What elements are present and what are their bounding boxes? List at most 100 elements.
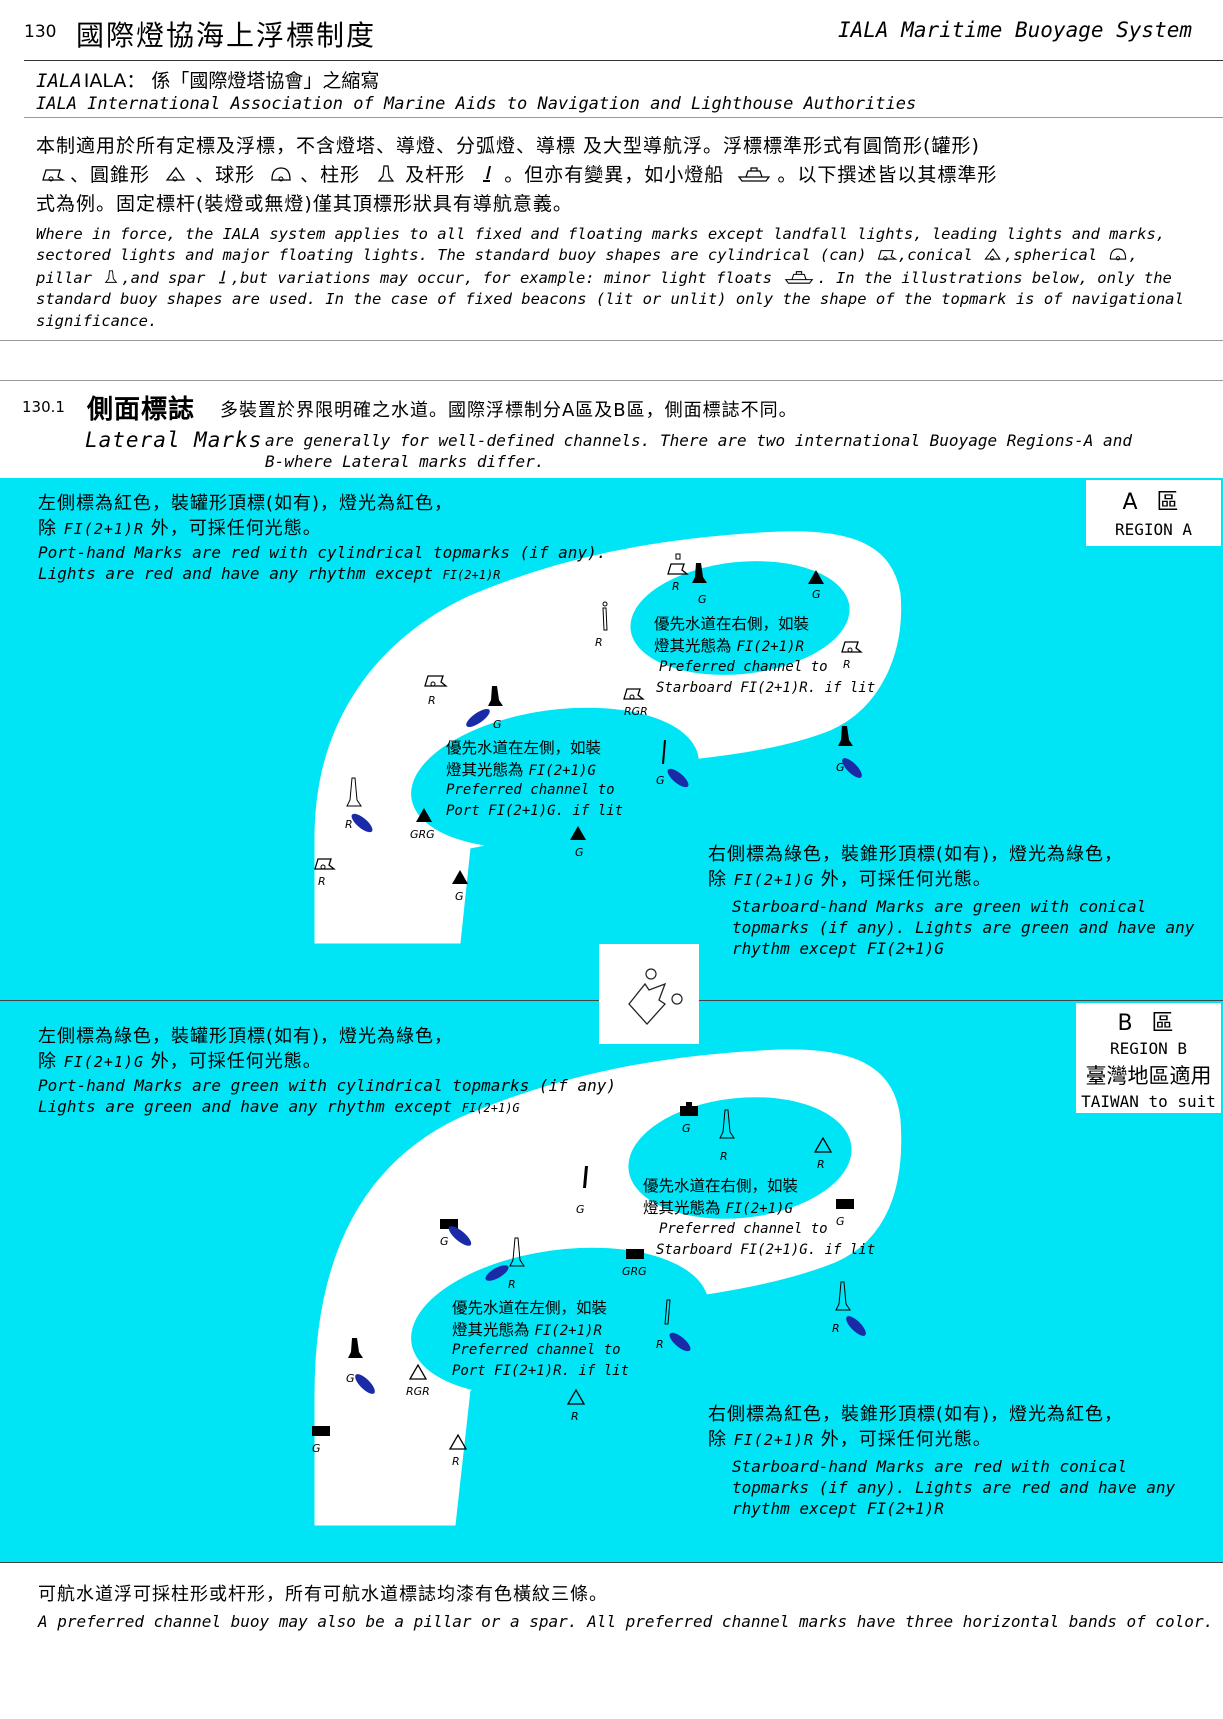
pillar-buoy-red: R (345, 777, 362, 831)
region-b-pref-left-zh-2: 燈其光態為 FI(2+1)R (452, 1318, 602, 1340)
svg-text:R: R (832, 1322, 840, 1335)
intro-zh-line-1: 本制適用於所有定標及浮標，不含燈塔、導燈、分弧燈、導標 及大型導航浮。浮標標準形… (36, 135, 980, 157)
diagram-bottom-rule (0, 1562, 1223, 1563)
region-b-stbd-en-2: topmarks (if any). Lights are red and ha… (732, 1478, 1176, 1497)
can-buoy-green: G (836, 1199, 854, 1228)
svg-text:R: R (595, 636, 603, 649)
region-b-taiwan-en: TAIWAN to suit (1081, 1092, 1216, 1111)
region-b-label-en: REGION B (1109, 1039, 1188, 1058)
region-b-port-zh-2b: FI(2+1)G (63, 1053, 144, 1071)
region-a-pref-right-zh-2a: 燈其光態為 (654, 637, 732, 655)
svg-text:G: G (576, 1203, 585, 1216)
region-b-channel (314, 1049, 902, 1526)
region-b-stbd-en-1: Starboard-hand Marks are red with conica… (732, 1457, 1127, 1476)
region-a-pref-right-zh-2b: FI(2+1)R (736, 639, 804, 655)
light-flare (355, 1374, 375, 1394)
svg-text:G: G (440, 1235, 449, 1248)
region-b-port-en-2a: Lights are green and have any rhythm exc… (38, 1097, 453, 1116)
region-a-pref-left-zh-2b: FI(2+1)G (528, 763, 596, 779)
iala-line-zh-text: IALA： 係「國際燈塔協會」之縮寫 (83, 70, 380, 92)
spar-buoy-icon (218, 270, 226, 284)
conical-buoy-green: G (808, 570, 824, 601)
region-a-label-zh: A 區 (1122, 490, 1185, 515)
region-a-port-zh-1: 左側標為紅色，裝罐形頂標(如有)，燈光為紅色， (38, 493, 454, 514)
region-b-stbd-zh-2c: 外，可採任何光態。 (820, 1429, 992, 1450)
intro-zh-standard-text: 。以下撰述皆以其標準形 (777, 164, 998, 186)
section-top-rule (0, 380, 1223, 381)
light-float-icon (738, 167, 771, 182)
svg-text:G: G (493, 718, 502, 731)
pillar-buoy-red: R (719, 1109, 735, 1163)
footer-zh: 可航水道浮可採柱形或杆形，所有可航水道標誌均漆有色橫紋三條。 (38, 1584, 608, 1605)
conical-buoy-icon (165, 166, 186, 182)
region-b-pref-left-zh-1: 優先水道在左側，如裝 (452, 1299, 608, 1317)
region-b-stbd-en-3: rhythm except FI(2+1)R (732, 1499, 944, 1518)
section-title-en: Lateral Marks (85, 428, 263, 452)
svg-text:G: G (312, 1442, 321, 1455)
direction-box (599, 944, 699, 1044)
intro-en-line-3: pillar ,and spar ,but variations may occ… (36, 268, 1172, 287)
spar-buoy-green: G (656, 740, 666, 787)
region-a-port-en-2b: FI(2+1)R (442, 568, 501, 582)
region-b-pref-right-zh-2b: FI(2+1)G (725, 1201, 793, 1217)
light-flare (846, 1316, 866, 1336)
region-b-port-zh-2c: 外，可採任何光態。 (150, 1051, 322, 1072)
region-a-stbd-en-1: Starboard-hand Marks are green with coni… (732, 897, 1147, 916)
svg-text:G: G (836, 1215, 845, 1228)
svg-text:RGR: RGR (624, 705, 648, 718)
can-buoy-icon (877, 250, 898, 261)
region-a-stbd-zh-2c: 外，可採任何光態。 (820, 869, 992, 890)
region-b-pref-left-en-1: Preferred channel to (452, 1342, 621, 1358)
spar-buoy-icon (483, 166, 492, 182)
region-a-port-zh-2: 除 FI(2+1)R 外，可採任何光態。 (38, 514, 322, 540)
region-b-taiwan-zh: 臺灣地區適用 (1085, 1064, 1212, 1088)
region-b-stbd-zh-2: 除 FI(2+1)R 外，可採任何光態。 (708, 1425, 992, 1451)
svg-text:R: R (817, 1158, 825, 1171)
pillar-buoy-green: G (692, 563, 707, 606)
footer-en: A preferred channel buoy may also be a p… (38, 1612, 1214, 1631)
region-a-pref-left-zh-2: 燈其光態為 FI(2+1)G (446, 758, 596, 780)
can-buoy-red: R (314, 858, 336, 888)
intro-zh-conical-text: 、圓錐形 (70, 164, 151, 186)
pillar-buoy-green: G (836, 726, 853, 774)
light-flare (485, 1265, 509, 1281)
region-a-pref-right-en-1: Preferred channel to (659, 659, 828, 675)
conical-buoy-red: R (566, 1388, 586, 1423)
intro-zh-spar-text: 及杆形 (405, 164, 466, 186)
intro-en-line-3-c: ,but variations may occur, for example: … (230, 269, 772, 287)
intro-en-line-2-c: ,spherical (1003, 246, 1098, 264)
region-b-port-zh-1: 左側標為綠色，裝罐形頂標(如有)，燈光為綠色， (38, 1026, 454, 1047)
region-a-stbd-zh-2a: 除 (708, 869, 727, 890)
section-title-zh: 側面標誌 (87, 395, 196, 425)
region-b-pref-left-zh-2b: FI(2+1)R (534, 1323, 602, 1339)
region-b-buoy-marks: G R R G G G GRG R R R G RGR R G R (312, 1102, 866, 1468)
intro-en-line-1: Where in force, the IALA system applies … (36, 225, 1166, 243)
intro-en-line-3-a: pillar (36, 269, 92, 287)
region-a-pref-right-en-2: Starboard FI(2+1)R. if lit (656, 680, 876, 696)
region-b-port-en-1: Port-hand Marks are green with cylindric… (38, 1076, 616, 1095)
light-float-icon (784, 271, 814, 284)
can-buoy-red: R (841, 641, 863, 671)
svg-text:R: R (428, 694, 436, 707)
section-desc-en-2: B-where Lateral marks differ. (265, 452, 545, 471)
conical-buoy-rgr: RGR (406, 1363, 430, 1398)
region-a-label-box: A 區 REGION A (1086, 480, 1221, 546)
spar-buoy-green: G (576, 1166, 588, 1216)
intro-zh-line-2: 、圓錐形 、球形 、柱形 及杆形 。但亦有變異，如小燈船 。以下撰述皆以其標準形 (36, 160, 997, 187)
conical-buoy-red: R (813, 1136, 833, 1171)
region-b-pref-right-en-1: Preferred channel to (659, 1221, 828, 1237)
can-buoy-red: R (667, 553, 689, 593)
region-b-stbd-zh-2a: 除 (708, 1429, 727, 1450)
intro-en-line-2-a: sectored lights and major floating light… (36, 246, 867, 264)
section-desc-zh: 多裝置於界限明確之水道。國際浮標制分A區及B區，側面標誌不同。 (220, 400, 798, 421)
svg-text:G: G (346, 1372, 355, 1385)
iala-rule (24, 117, 1223, 118)
intro-en-line-2-d: , (1128, 246, 1138, 264)
region-b-port-en-2: Lights are green and have any rhythm exc… (38, 1097, 520, 1116)
pillar-buoy-icon (104, 270, 118, 283)
region-a-port-zh-2c: 外，可採任何光態。 (150, 518, 322, 539)
light-flare (669, 1332, 691, 1352)
region-b-port-zh-2a: 除 (38, 1051, 57, 1072)
region-b-port-en-2b: FI(2+1)G (461, 1101, 520, 1115)
light-flare (448, 1226, 472, 1246)
